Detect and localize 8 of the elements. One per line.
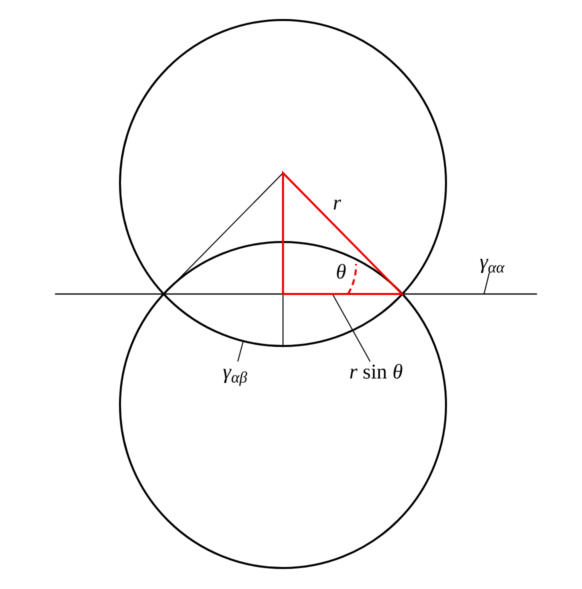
symbol-label: γ$_{αα}$ <box>478 252 506 272</box>
triangle <box>282 170 404 295</box>
leader-line <box>237 342 244 362</box>
symbol-label: θ <box>336 262 346 282</box>
symbol-label: r <box>332 192 342 214</box>
leader-line <box>332 294 371 362</box>
symbol-label: r sin θ <box>347 362 405 382</box>
leader-line <box>484 272 490 294</box>
